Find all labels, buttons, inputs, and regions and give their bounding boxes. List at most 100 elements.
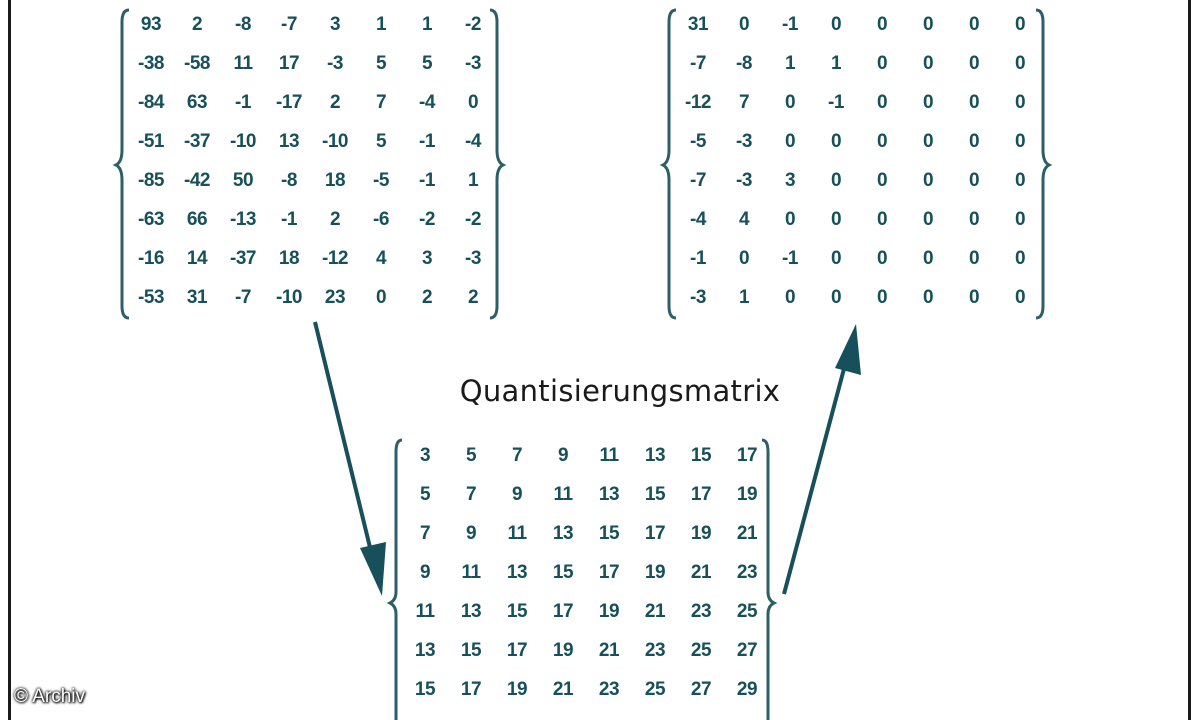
matrix-cell: -12 — [322, 247, 348, 269]
matrix-cell: 17 — [460, 678, 482, 700]
matrix-cell: 2 — [329, 208, 341, 230]
matrix-cell: 13 — [644, 444, 666, 466]
matrix-cell: 5 — [421, 52, 433, 74]
matrix-cell: 3 — [784, 169, 796, 191]
matrix-cell: 0 — [876, 286, 888, 308]
matrix-cell: 14 — [186, 247, 208, 269]
matrix-cell: 0 — [968, 91, 980, 113]
matrix-cell: 63 — [186, 91, 208, 113]
matrix-cell: 17 — [552, 600, 574, 622]
matrix-cell: 31 — [186, 286, 208, 308]
matrix-cell: -5 — [690, 130, 706, 152]
matrix-cell: 17 — [690, 483, 712, 505]
matrix-cell: 2 — [467, 286, 479, 308]
matrix-cell: 0 — [876, 208, 888, 230]
matrix-cell: 23 — [324, 286, 346, 308]
matrix-cell: 3 — [419, 444, 431, 466]
matrix-cell: -4 — [690, 208, 706, 230]
matrix-cell: -13 — [230, 208, 256, 230]
matrix-cell: 19 — [736, 483, 758, 505]
matrix-cell: 0 — [876, 130, 888, 152]
matrix-cell: -1 — [235, 91, 251, 113]
matrix-cell: 5 — [375, 52, 387, 74]
matrix-cell: 15 — [690, 444, 712, 466]
matrix-cell: 0 — [784, 208, 796, 230]
matrix-cell: 1 — [375, 13, 387, 35]
matrix-cell: 19 — [690, 522, 712, 544]
matrix-cell: 93 — [140, 13, 162, 35]
matrix-cell: 15 — [460, 639, 482, 661]
matrix-cell: 11 — [507, 522, 527, 544]
matrix-cell: -17 — [276, 91, 302, 113]
matrix-cell: 0 — [784, 91, 796, 113]
matrix-cell: 25 — [644, 678, 666, 700]
arrow-quant-to-result-head — [835, 324, 861, 375]
matrix-cell: 17 — [598, 561, 620, 583]
matrix-cell: 66 — [186, 208, 208, 230]
matrix-cell: 0 — [968, 247, 980, 269]
matrix-cell: -58 — [184, 52, 210, 74]
matrix-cell: 50 — [232, 169, 254, 191]
frame-right-border — [1188, 0, 1191, 720]
matrix-cell: 0 — [1014, 13, 1026, 35]
matrix-cell: -51 — [138, 130, 164, 152]
matrix-cell: 21 — [598, 639, 620, 661]
matrix-cell: 15 — [414, 678, 436, 700]
matrix-cell: -63 — [138, 208, 164, 230]
quantization-matrix-title: Quantisierungsmatrix — [459, 374, 781, 408]
matrix-cell: -6 — [373, 208, 389, 230]
matrix-cell: -7 — [235, 286, 251, 308]
matrix-cell: 17 — [506, 639, 528, 661]
matrix-cell: -1 — [690, 247, 706, 269]
matrix-cell: 13 — [598, 483, 620, 505]
matrix-cell: 0 — [830, 130, 842, 152]
matrix-cell: 21 — [644, 600, 666, 622]
matrix-cell: 4 — [375, 247, 387, 269]
matrix-cell: 0 — [1014, 52, 1026, 74]
matrix-cell: 25 — [690, 639, 712, 661]
matrix-cell: 23 — [690, 600, 712, 622]
matrix-cell: 23 — [644, 639, 666, 661]
matrix-cell: 0 — [784, 286, 796, 308]
matrix-cell: 2 — [421, 286, 433, 308]
matrix-cell: -8 — [235, 13, 251, 35]
matrix-cell: -3 — [736, 169, 752, 191]
matrix-cell: 0 — [968, 130, 980, 152]
matrix-cell: -1 — [419, 130, 435, 152]
matrix-cell: 11 — [415, 600, 435, 622]
matrix-cell: 7 — [375, 91, 387, 113]
matrix-cell: 4 — [738, 208, 750, 230]
matrix-cell: 13 — [414, 639, 436, 661]
matrix-cell: 17 — [278, 52, 300, 74]
matrix-cell: 0 — [876, 13, 888, 35]
matrix-cell: 13 — [460, 600, 482, 622]
matrix-cell: 0 — [968, 52, 980, 74]
matrix-cell: -1 — [782, 13, 798, 35]
matrix-cell: 0 — [922, 247, 934, 269]
frame-left-border — [8, 0, 11, 720]
matrix-cell: 18 — [278, 247, 300, 269]
matrix-cell: 19 — [506, 678, 528, 700]
matrix-cell: 0 — [830, 247, 842, 269]
matrix-cell: 0 — [968, 13, 980, 35]
matrix-cell: 19 — [598, 600, 620, 622]
matrix-cell: 0 — [1014, 169, 1026, 191]
matrix-cell: 0 — [922, 130, 934, 152]
matrix-cell: -4 — [419, 91, 435, 113]
matrix-cell: 9 — [465, 522, 477, 544]
matrix-cell: -10 — [230, 130, 256, 152]
matrix-cell: -8 — [281, 169, 297, 191]
matrix-cell: -85 — [138, 169, 164, 191]
matrix-cell: 17 — [736, 444, 758, 466]
matrix-cell: 9 — [511, 483, 523, 505]
matrix-cell: 0 — [830, 169, 842, 191]
archive-credit: © Archiv — [14, 686, 86, 707]
matrix-cell: 19 — [644, 561, 666, 583]
matrix-cell: 9 — [557, 444, 569, 466]
matrix-cell: -53 — [138, 286, 164, 308]
arrow-dct-to-quant-head — [360, 542, 386, 596]
matrix-cell: -4 — [465, 130, 481, 152]
